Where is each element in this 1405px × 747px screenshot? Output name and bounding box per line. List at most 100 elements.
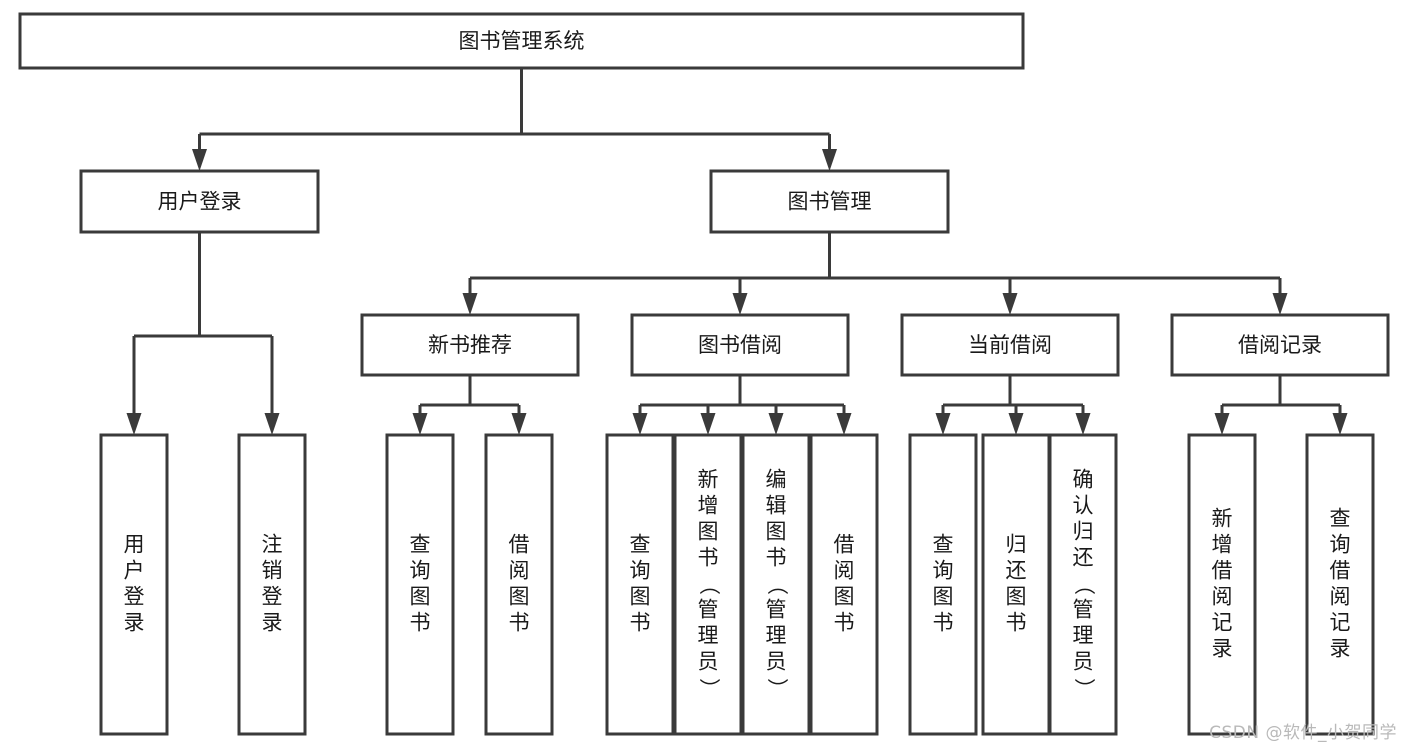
node-label-char: 录 (124, 611, 145, 635)
node-box[interactable] (741, 433, 811, 736)
arrow-head-icon (1008, 413, 1024, 435)
connector-group-new-book-recommend (412, 375, 527, 435)
arrow-head-icon (126, 413, 142, 435)
node-label-char: 用 (124, 533, 145, 557)
node-label-char: 录 (1330, 637, 1351, 661)
node-box[interactable] (237, 433, 307, 736)
node-label-char: 管 (698, 598, 719, 622)
arrow-head-icon (462, 293, 478, 315)
node-box[interactable] (1170, 313, 1390, 377)
arrow-head-icon (1332, 413, 1348, 435)
node-label: 借阅记录 (1238, 333, 1322, 357)
node-label-char: 图 (834, 585, 855, 609)
node-label-char: 图 (509, 585, 530, 609)
node-label-char: 阅 (1330, 585, 1351, 609)
node-label-char: 编 (766, 468, 787, 492)
node-label-char: 书 (834, 611, 855, 635)
node-label-char: 借 (509, 533, 530, 557)
node-label-char: 增 (1212, 533, 1233, 557)
node-label-char: 阅 (834, 559, 855, 583)
node-label-char: 查 (1330, 507, 1351, 531)
node-user-login[interactable]: 用户登录 (79, 169, 320, 234)
node-box[interactable] (673, 433, 743, 736)
node-label-char: （ (765, 574, 789, 595)
node-label-char: 询 (630, 559, 651, 583)
node-current-borrow[interactable]: 当前借阅 (900, 313, 1120, 377)
arrow-head-icon (700, 413, 716, 435)
node-box[interactable] (1048, 433, 1118, 736)
node-label-char: 记 (1212, 611, 1233, 635)
node-label-char: 阅 (509, 559, 530, 583)
node-box[interactable] (709, 169, 950, 234)
node-label-char: 销 (262, 559, 283, 583)
arrow-head-icon (1075, 413, 1091, 435)
node-label: 图书管理系统 (459, 29, 585, 53)
node-box[interactable] (900, 313, 1120, 377)
csdn-watermark: CSDN @软件_小贺同学 (1209, 723, 1397, 743)
node-leaf-user-login[interactable]: 用户登录 (99, 433, 169, 736)
node-new-book-recommend[interactable]: 新书推荐 (360, 313, 580, 377)
node-box[interactable] (1305, 433, 1375, 736)
node-box[interactable] (1187, 433, 1257, 736)
node-box[interactable] (908, 433, 978, 736)
node-label-char: 书 (698, 546, 719, 570)
node-label-char: 管 (1073, 598, 1094, 622)
node-label-char: 图 (630, 585, 651, 609)
node-box[interactable] (605, 433, 675, 736)
node-label-char: 阅 (1212, 585, 1233, 609)
connector-group-root (192, 68, 837, 171)
arrow-head-icon (192, 149, 207, 171)
connector-group-book-borrow (632, 375, 852, 435)
node-box[interactable] (809, 433, 879, 736)
node-book-manage[interactable]: 图书管理 (709, 169, 950, 234)
node-label: 图书管理 (788, 190, 872, 214)
node-label-char: 询 (1330, 533, 1351, 557)
node-box[interactable] (630, 313, 850, 377)
node-label-char: 图 (698, 520, 719, 544)
node-box[interactable] (385, 433, 455, 736)
node-label-char: 还 (1006, 559, 1027, 583)
node-box[interactable] (360, 313, 580, 377)
node-box[interactable] (99, 433, 169, 736)
node-box[interactable] (484, 433, 554, 736)
node-box[interactable] (18, 12, 1025, 70)
node-book-borrow[interactable]: 图书借阅 (630, 313, 850, 377)
node-label: 新书推荐 (428, 333, 512, 357)
arrow-head-icon (1272, 293, 1288, 315)
node-label-char: 书 (630, 611, 651, 635)
node-label-char: （ (1072, 574, 1096, 595)
node-layer: 图书管理系统用户登录图书管理新书推荐图书借阅当前借阅借阅记录用户登录注销登录查询… (18, 12, 1390, 736)
node-label-char: 认 (1073, 494, 1094, 518)
node-label-char: 确 (1073, 468, 1094, 492)
node-box[interactable] (79, 169, 320, 234)
node-root[interactable]: 图书管理系统 (18, 12, 1025, 70)
arrow-head-icon (732, 293, 748, 315)
connector-group-current-borrow (935, 375, 1091, 435)
node-borrow-record[interactable]: 借阅记录 (1170, 313, 1390, 377)
node-label-char: 登 (262, 585, 283, 609)
node-label-char: 记 (1330, 611, 1351, 635)
node-label-char: 归 (1006, 533, 1027, 557)
arrow-head-icon (632, 413, 648, 435)
